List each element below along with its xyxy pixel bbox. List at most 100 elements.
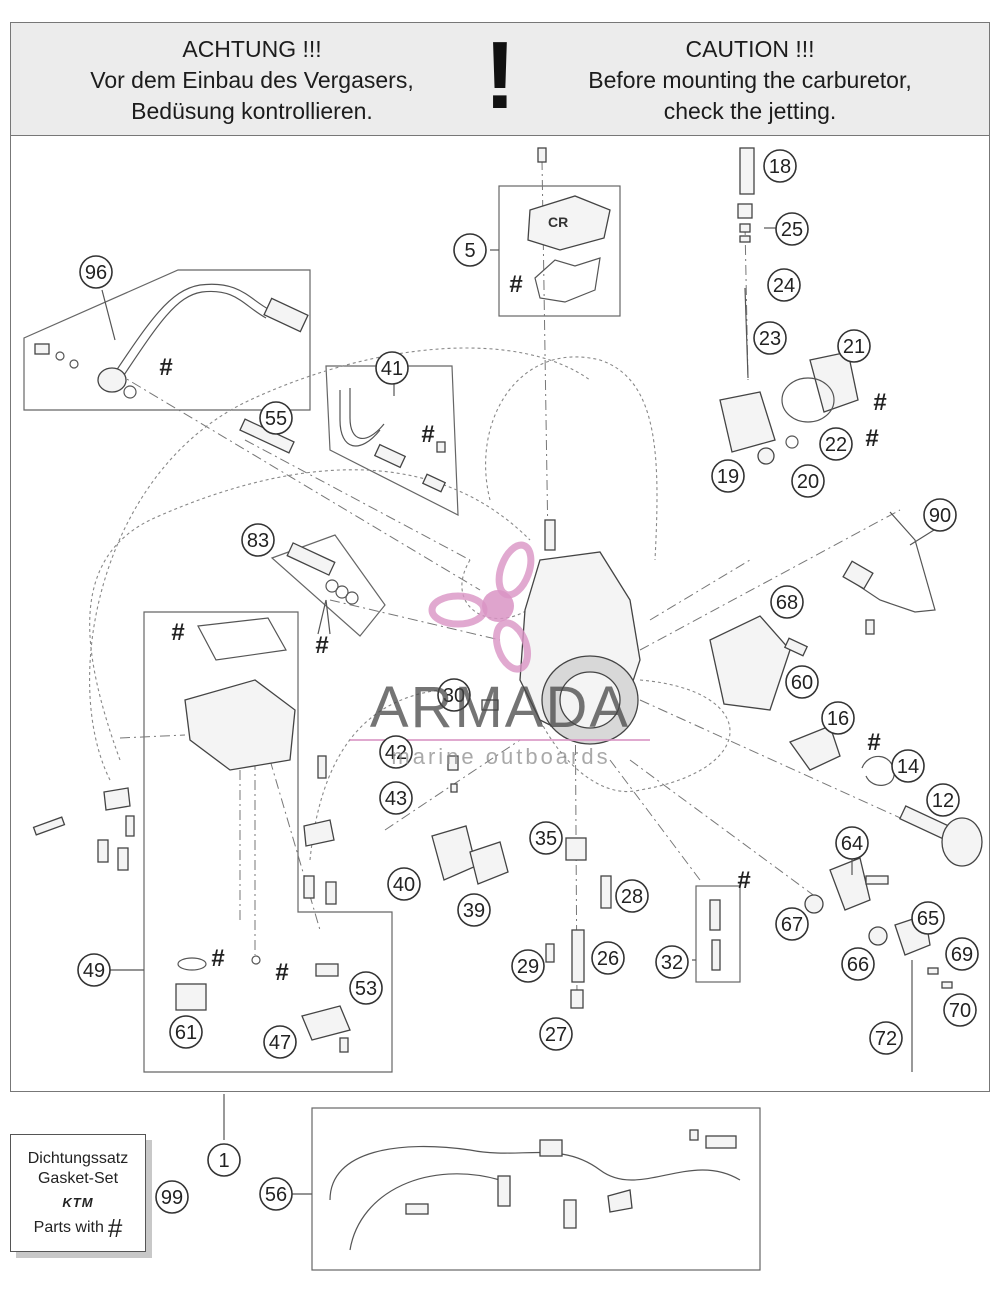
part-label-68: 68	[770, 585, 804, 619]
hash-symbol: #	[107, 1213, 123, 1243]
cable-screw	[865, 619, 875, 635]
linkage-spring	[868, 926, 888, 946]
small-jet	[450, 783, 458, 793]
carburetor-bore	[559, 671, 621, 729]
gasket-marker: #	[509, 271, 522, 298]
assembly-line	[119, 734, 186, 739]
part-label-circle	[869, 1021, 903, 1055]
part-number: 40	[393, 874, 415, 896]
part-label-circle	[387, 867, 421, 901]
pump-plunger	[315, 963, 339, 977]
gasket-marker: #	[421, 421, 434, 448]
vent-hose	[309, 689, 441, 861]
top-cover-gasket	[534, 257, 601, 303]
part-number: 47	[269, 1032, 291, 1054]
assembly-line	[649, 559, 751, 621]
float-bowl	[184, 679, 296, 771]
diagram-frame	[10, 22, 990, 1092]
part-label-56: 56	[259, 1177, 293, 1211]
part-label-circle	[943, 993, 977, 1027]
part-label-circle	[926, 783, 960, 817]
clip	[941, 981, 953, 989]
part-label-circle	[923, 498, 957, 532]
part-label-30: 30	[437, 678, 471, 712]
part-label-12: 12	[926, 783, 960, 817]
part-label-28: 28	[615, 879, 649, 913]
gasket-marker: #	[315, 632, 328, 659]
sensor-cable	[117, 290, 267, 385]
part-label-35: 35	[529, 821, 563, 855]
part-number: 60	[791, 672, 813, 694]
part-label-19: 19	[711, 459, 745, 493]
assembly-line	[629, 759, 821, 901]
vent-tube	[97, 839, 109, 863]
part-number: 64	[841, 833, 863, 855]
group-box-41	[325, 365, 459, 516]
part-label-40: 40	[387, 867, 421, 901]
bowl-screw	[317, 755, 327, 779]
part-label-circle	[169, 1015, 203, 1049]
part-label-circle	[770, 585, 804, 619]
group-box-49	[143, 611, 393, 1073]
hose-kit-bracket	[607, 1189, 633, 1213]
part-label-25: 25	[775, 212, 809, 246]
pump-body	[719, 391, 776, 453]
part-label-circle	[259, 401, 293, 435]
washer	[55, 351, 65, 361]
cover-screw	[783, 637, 809, 657]
part-label-55: 55	[259, 401, 293, 435]
throttle-sensor	[97, 367, 127, 393]
part-label-circle	[77, 953, 111, 987]
part-number: 72	[875, 1028, 897, 1050]
part-number: 53	[355, 978, 377, 1000]
part-number: 28	[621, 886, 643, 908]
warning-en-line2: Before mounting the carburetor,	[588, 67, 912, 93]
float	[469, 841, 509, 885]
part-number: 14	[897, 756, 919, 778]
part-number: 20	[797, 471, 819, 493]
part-label-circle	[437, 678, 471, 712]
part-number: 19	[717, 466, 739, 488]
part-number: 56	[265, 1184, 287, 1206]
part-number: 99	[161, 1187, 183, 1209]
part-label-circle	[767, 268, 801, 302]
part-number: 21	[843, 336, 865, 358]
part-label-circle	[349, 971, 383, 1005]
part-label-circle	[711, 459, 745, 493]
part-label-circle	[79, 255, 113, 289]
warning-de-title: ACHTUNG !!!	[182, 36, 322, 62]
part-label-61: 61	[169, 1015, 203, 1049]
part-number: 23	[759, 328, 781, 350]
hose-kit-tube	[705, 1135, 737, 1149]
part-label-circle	[785, 665, 819, 699]
throttle-cover	[709, 615, 791, 711]
o-ring	[335, 585, 349, 599]
hose-bracket	[103, 787, 131, 811]
linkage-spring	[804, 894, 824, 914]
part-label-64: 64	[835, 826, 869, 860]
vent-hose	[485, 356, 658, 561]
group-box-5	[498, 185, 621, 317]
watermark-brand: ARMADA	[369, 675, 631, 740]
part-label-60: 60	[785, 665, 819, 699]
small-oring	[251, 955, 261, 965]
small-oring	[436, 441, 446, 453]
part-label-27: 27	[539, 1017, 573, 1051]
group-box-83	[270, 534, 386, 637]
hose-kit-fitting	[539, 1139, 563, 1157]
vent-tube	[303, 875, 315, 899]
leader-line	[101, 289, 116, 341]
hose-clip	[32, 816, 66, 836]
part-label-70: 70	[943, 993, 977, 1027]
throttle-cable	[849, 511, 936, 613]
part-label-circle	[891, 749, 925, 783]
part-label-1: 1	[207, 1143, 241, 1177]
part-label-circle	[539, 1017, 573, 1051]
part-number: 67	[781, 914, 803, 936]
part-number: 22	[825, 434, 847, 456]
part-label-circle	[207, 1143, 241, 1177]
cover-text: CR	[548, 214, 568, 230]
part-label-26: 26	[591, 941, 625, 975]
